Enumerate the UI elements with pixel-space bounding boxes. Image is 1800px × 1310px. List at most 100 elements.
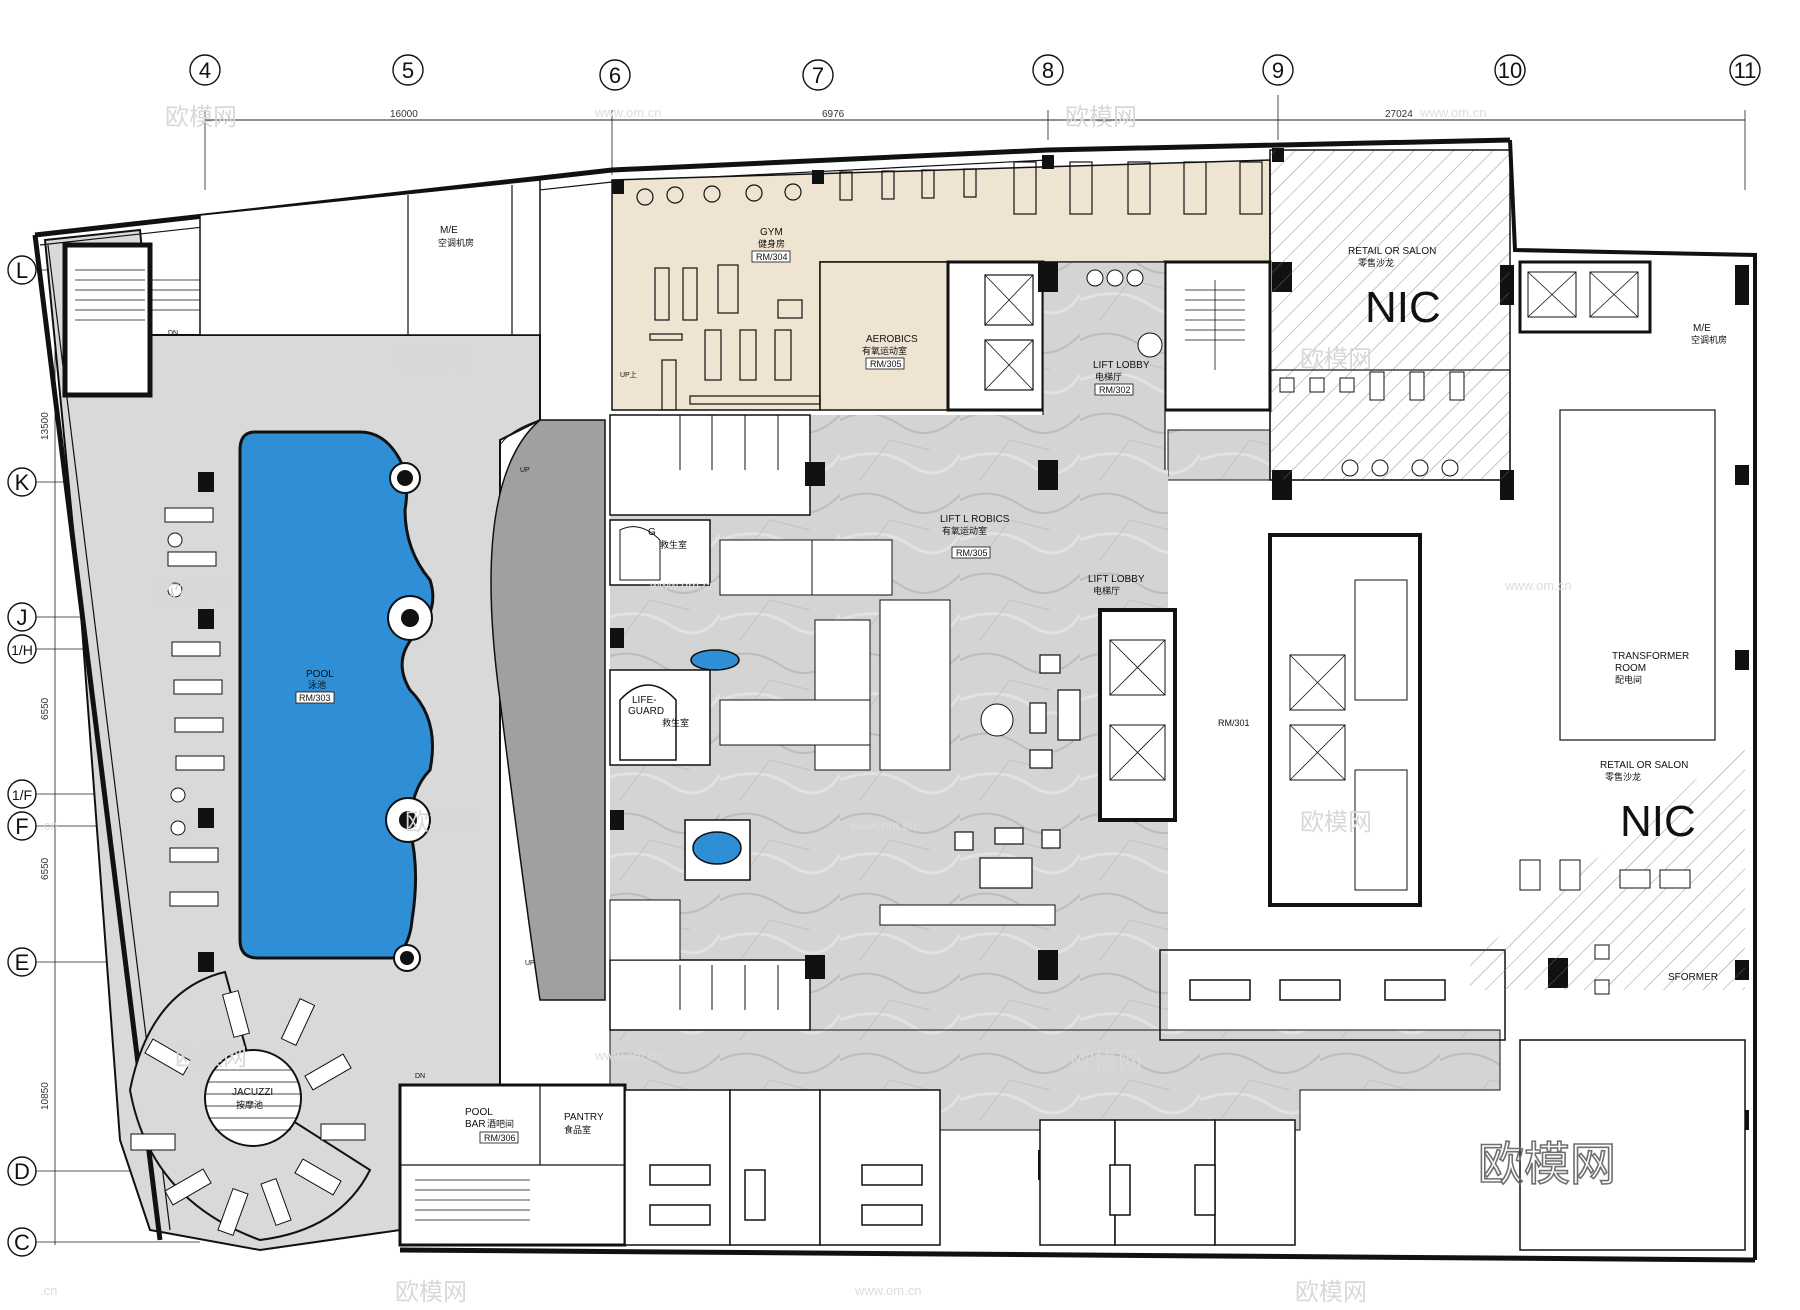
top-dimension-line: 16000 6976 27024: [204, 95, 1746, 190]
up-mark-gym: UP上: [620, 370, 637, 379]
watermark-url-5: www.om.cn: [849, 818, 916, 833]
label-me-left-cn: 空调机房: [438, 237, 474, 249]
dimension-27024: 27024: [1385, 109, 1413, 120]
grid-marker-9: 9: [1262, 54, 1294, 86]
svg-text:K: K: [15, 470, 30, 495]
tag-rm305: RM/305: [870, 359, 902, 369]
label-pantry-cn: 食品室: [564, 1124, 591, 1136]
watermark-cn-8: 欧模网: [175, 1043, 247, 1071]
watermark-cn-11: 欧模网: [1295, 1278, 1367, 1306]
right-wing: M/E 空调机房 TRANSFORMER ROOM 配电间 RETAIL OR …: [1470, 260, 1746, 1251]
grid-marker-1H: 1/H: [7, 634, 245, 664]
svg-text:L: L: [16, 258, 28, 283]
lift-core-center: RM/301: [1098, 533, 1422, 907]
label-transformer-2: ROOM: [1615, 663, 1646, 674]
svg-text:10: 10: [1498, 58, 1522, 83]
tag-rm304: RM/304: [756, 252, 788, 262]
dimension-6550-a: 6550: [40, 697, 51, 720]
brand-watermark: 欧模网: [1478, 1137, 1616, 1191]
watermark-cn-5: 欧模网: [155, 578, 227, 606]
watermark-cn-10: 欧模网: [395, 1278, 467, 1306]
curved-ramp: UP UP: [490, 419, 606, 1001]
label-transformer-cn: 配电间: [1615, 674, 1642, 686]
label-lifeguard-1: LIFE-: [632, 695, 656, 706]
watermark-url-3: www.om.cn: [649, 578, 716, 593]
dimension-16000: 16000: [390, 109, 418, 120]
watermark-cn-9: 欧模网: [1070, 1048, 1142, 1076]
treatment-rooms-bottom: [624, 949, 1506, 1246]
pool-loungers: [164, 507, 225, 907]
label-aerobics-2: LIFT L ROBICS: [940, 514, 1010, 525]
tag-rm301: RM/301: [1218, 718, 1250, 728]
dimension-6550-b: 6550: [40, 857, 51, 880]
label-aerobics-cn: 有氧运动室: [862, 345, 907, 357]
column-grid-markers: 4 5 6 7 8 9 10 11: [189, 54, 1761, 91]
grid-marker-4: 4: [189, 54, 221, 86]
label-retail-bottom-cn: 零售沙龙: [1605, 771, 1641, 783]
label-retail-bottom: RETAIL OR SALON: [1600, 760, 1688, 771]
label-lift-lobby-1-cn: 电梯厅: [1095, 371, 1122, 383]
up-mark-ramp-bottom: UP: [525, 960, 535, 967]
grid-marker-5: 5: [392, 54, 424, 86]
jacuzzi-loungers: [130, 990, 366, 1237]
grid-marker-6: 6: [599, 59, 631, 91]
label-pantry: PANTRY: [564, 1112, 604, 1123]
svg-text:8: 8: [1042, 58, 1054, 83]
room-me-left: M/E 空调机房: [199, 179, 541, 336]
svg-text:9: 9: [1272, 58, 1284, 83]
label-aerobics: AEROBICS: [866, 334, 918, 345]
label-me-left: M/E: [440, 225, 458, 236]
label-lift-lobby-2-cn: 电梯厅: [1093, 585, 1120, 597]
nic-label-top: NIC: [1365, 283, 1441, 332]
svg-text:11: 11: [1734, 58, 1757, 83]
watermark-url-1: www.om.cn: [594, 105, 661, 120]
retail-salon-top: RETAIL OR SALON 零售沙龙 NIC: [1269, 149, 1511, 481]
watermark-cn-6: 欧模网: [405, 808, 477, 836]
svg-text:C: C: [14, 1230, 30, 1255]
label-lift-lobby-1: LIFT LOBBY: [1093, 360, 1150, 371]
svg-text:7: 7: [812, 63, 824, 88]
grid-marker-D: D: [7, 1156, 200, 1186]
watermark-url-7: www.om.cn: [594, 1048, 661, 1063]
svg-text:6: 6: [609, 63, 621, 88]
svg-text:1/H: 1/H: [11, 642, 33, 658]
grid-marker-L: L: [7, 255, 70, 285]
tag-rm303: RM/303: [299, 693, 331, 703]
label-jacuzzi: JACUZZI: [232, 1087, 273, 1098]
label-retail-top-cn: 零售沙龙: [1358, 257, 1394, 269]
watermarks: 欧模网 www.om.cn 欧模网 www.om.cn 欧模网 欧模网 欧模网 …: [40, 103, 1617, 1306]
label-pool-bar-2: BAR: [465, 1119, 486, 1130]
label-pool-bar-1: POOL: [465, 1107, 493, 1118]
row-grid-markers: L K J 1/H 1/F F E D C 13500 6550 6550 10…: [7, 255, 245, 1257]
label-lifeguard-cn: 救生室: [662, 717, 689, 729]
watermark-url-6: .cn: [40, 818, 57, 833]
label-pool: POOL: [306, 669, 334, 680]
grid-marker-10: 10: [1494, 54, 1526, 86]
watermark-url-2: www.om.cn: [1419, 105, 1486, 120]
label-guard-1-cn: 救生室: [660, 539, 687, 551]
locker-block: G 救生室 LIFE- GUARD 救生室: [609, 414, 1056, 1031]
tag-rm306: RM/306: [484, 1133, 516, 1143]
svg-text:5: 5: [402, 58, 414, 83]
stair-top-left: DN: [62, 242, 200, 398]
nic-label-bottom: NIC: [1620, 797, 1696, 846]
tag-rm302: RM/302: [1099, 385, 1131, 395]
svg-text:4: 4: [199, 58, 211, 83]
label-gym-cn: 健身房: [758, 238, 785, 250]
watermark-url-8: www.om.cn: [854, 1283, 921, 1298]
svg-text:E: E: [15, 950, 30, 975]
grid-marker-8: 8: [1032, 54, 1064, 86]
watermark-cn-3: 欧模网: [395, 345, 467, 373]
dimension-6976: 6976: [822, 109, 845, 120]
dn-mark-pool-bar: DN: [415, 1073, 425, 1080]
label-aerobics-2-cn: 有氧运动室: [942, 525, 987, 537]
label-lifeguard-2: GUARD: [628, 706, 664, 717]
svg-text:1/F: 1/F: [12, 787, 32, 803]
label-gym: GYM: [760, 227, 783, 238]
gym-equipment: [636, 161, 1263, 411]
watermark-cn-2: 欧模网: [1065, 103, 1137, 131]
label-pool-cn: 泳池: [308, 679, 326, 691]
swimming-pool: POOL 泳池 RM/303: [238, 430, 435, 972]
label-me-right: M/E: [1693, 323, 1711, 334]
up-mark-ramp-top: UP: [520, 467, 530, 474]
